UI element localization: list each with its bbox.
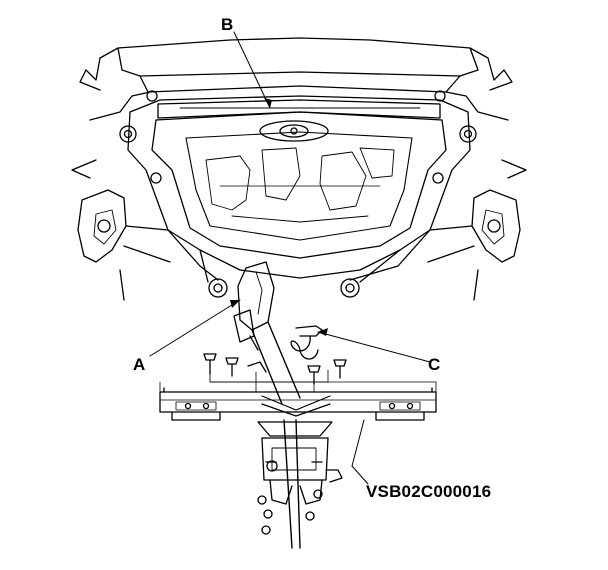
lift-pad (257, 421, 343, 535)
callout-b: B (221, 15, 234, 34)
left-knuckle (77, 189, 171, 301)
callout-a: A (133, 355, 146, 374)
leader-arrowheads (230, 98, 328, 336)
bolts (203, 353, 347, 385)
sensor-harness (290, 325, 323, 360)
subframe (119, 90, 477, 298)
figure-code: VSB02C000016 (366, 482, 492, 501)
right-knuckle (427, 189, 521, 301)
alignment-lines (159, 365, 437, 393)
leader-lines (149, 31, 431, 485)
body-outline (71, 37, 527, 179)
support-post (233, 261, 301, 549)
callout-c: C (428, 355, 441, 374)
adapter-bar (159, 387, 437, 421)
